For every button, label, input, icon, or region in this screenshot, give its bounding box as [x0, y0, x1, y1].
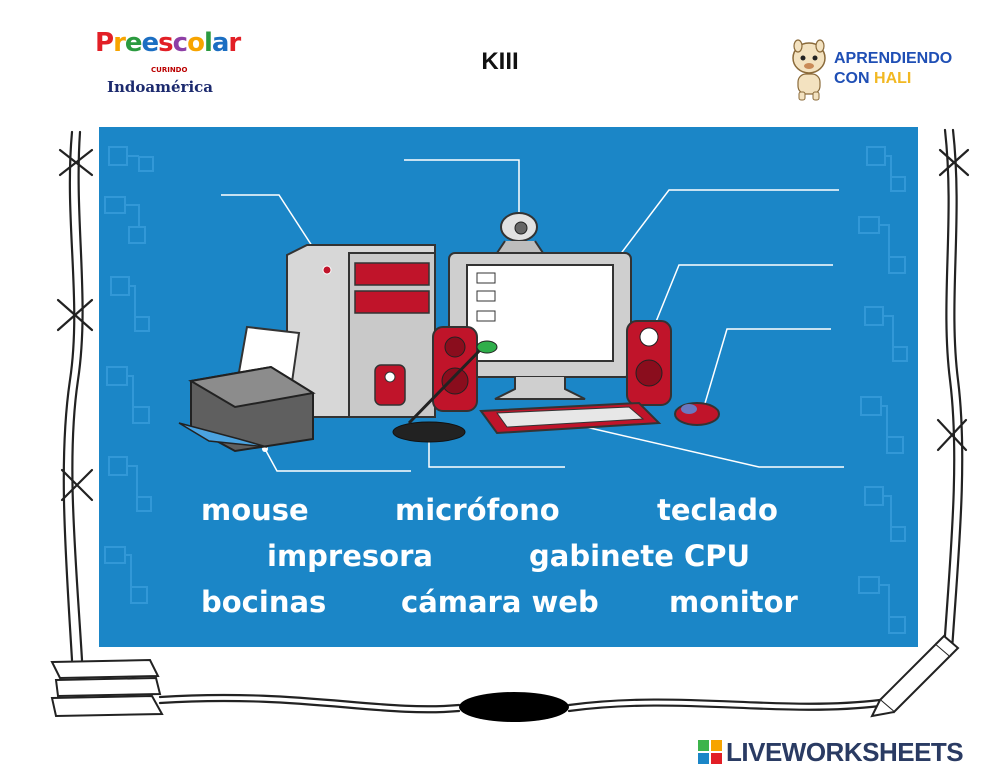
answer-blank-impresora[interactable] — [277, 445, 411, 471]
liveworksheets-icon — [698, 740, 722, 764]
keyboard-icon — [479, 401, 662, 435]
answer-blank-teclado[interactable] — [761, 441, 844, 467]
computer-parts-panel: mouse micrófono teclado impresora gabine… — [99, 127, 918, 647]
books-icon — [50, 658, 164, 718]
word-teclado[interactable]: teclado — [657, 493, 778, 527]
mouse-icon — [674, 402, 720, 426]
answer-blank-bocinas[interactable] — [681, 239, 833, 265]
hali-label: HALI — [874, 70, 912, 87]
answer-blank-camara[interactable] — [404, 134, 516, 160]
word-microfono[interactable]: micrófono — [395, 493, 560, 527]
aprendiendo-con-hali-logo: APRENDIENDO CON HALI — [786, 38, 976, 102]
con-hali-label: CON HALI — [834, 70, 911, 88]
preescolar-logo: Preescolar CURINDO Indoamérica — [95, 26, 245, 106]
word-camara-web[interactable]: cámara web — [401, 585, 599, 619]
word-bocinas[interactable]: bocinas — [201, 585, 327, 619]
curindo-label: CURINDO — [151, 66, 188, 74]
webcam-icon — [495, 212, 545, 254]
con-label: CON — [834, 70, 870, 87]
preescolar-wordmark: Preescolar — [95, 28, 241, 58]
word-monitor[interactable]: monitor — [669, 585, 798, 619]
liveworksheets-wordmark: LIVEWORKSHEETS — [726, 737, 964, 767]
speaker-right-icon — [626, 320, 672, 406]
microphone-icon — [392, 340, 498, 443]
indoamerica-label: Indoamérica — [107, 78, 214, 96]
aprendiendo-label: APRENDIENDO — [834, 50, 953, 67]
answer-blank-microfono[interactable] — [431, 441, 565, 467]
speaker-left-icon — [432, 326, 478, 412]
circuit-pattern — [104, 146, 908, 634]
panel-illustration — [104, 146, 908, 634]
answer-blank-mouse[interactable] — [727, 303, 831, 329]
printer-icon — [178, 325, 316, 453]
finish-button[interactable] — [459, 692, 569, 722]
alpaca-mascot-icon — [792, 39, 826, 101]
pencil-icon — [870, 634, 960, 718]
answer-blank-gabinete[interactable] — [221, 169, 317, 195]
cpu-tower-icon — [286, 244, 436, 418]
word-mouse[interactable]: mouse — [201, 493, 309, 527]
answer-blank-monitor[interactable] — [671, 164, 839, 190]
word-impresora[interactable]: impresora — [267, 539, 433, 573]
page-title: KIII — [481, 48, 519, 75]
word-gabinete-cpu[interactable]: gabinete CPU — [529, 539, 751, 573]
